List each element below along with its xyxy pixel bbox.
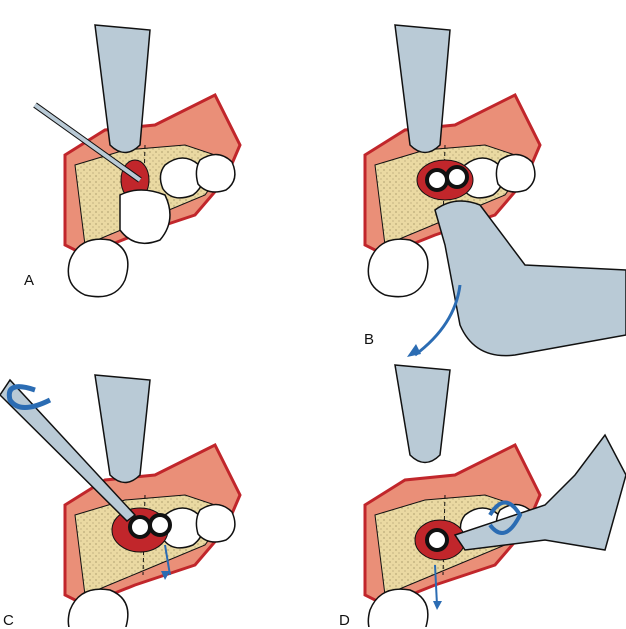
- forceps-tip: [394, 24, 451, 154]
- panel-b: [363, 24, 626, 357]
- tooth: [119, 189, 171, 245]
- panel-label-a: A: [24, 272, 35, 289]
- forceps-tip: [394, 364, 451, 464]
- rotation-arrow: [6, 384, 52, 410]
- forceps-tip: [94, 374, 151, 484]
- elevator: [0, 378, 137, 522]
- panel-label-d: D: [339, 612, 350, 629]
- panel-label-c: C: [3, 612, 14, 629]
- panel-label-b: B: [364, 331, 375, 348]
- panel-d: [363, 364, 626, 627]
- handpiece: [453, 433, 626, 551]
- forceps-beak: [434, 200, 626, 357]
- rotation-arrow: [414, 284, 462, 357]
- rotation-arrow: [488, 500, 523, 535]
- forceps-tip: [94, 24, 151, 154]
- panel-a: [33, 24, 242, 299]
- panel-c: [0, 374, 242, 627]
